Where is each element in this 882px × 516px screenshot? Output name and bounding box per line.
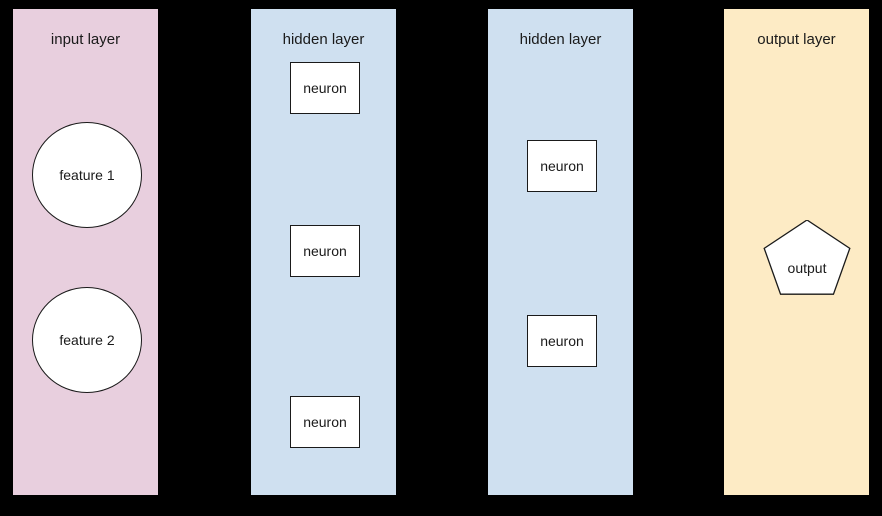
node-label-out1: output <box>787 260 827 277</box>
node-label-h1n3: neuron <box>303 414 347 430</box>
node-out1[interactable]: output <box>762 220 852 302</box>
node-label-h1n2: neuron <box>303 243 347 259</box>
node-h1n1[interactable]: neuron <box>290 62 360 114</box>
layer-title-output: output layer <box>757 31 836 48</box>
pentagon-shape <box>763 220 851 295</box>
layer-title-input: input layer <box>50 31 121 48</box>
node-h1n3[interactable]: neuron <box>290 396 360 448</box>
node-feature1[interactable]: feature 1 <box>32 122 142 228</box>
node-label-feature1: feature 1 <box>59 167 115 183</box>
layer-panel-input <box>13 9 158 495</box>
layer-title-hidden1: hidden layer <box>282 31 365 48</box>
layer-panel-hidden2 <box>488 9 633 495</box>
node-label-h1n1: neuron <box>303 80 347 96</box>
node-feature2[interactable]: feature 2 <box>32 287 142 393</box>
node-label-h2n2: neuron <box>540 333 584 349</box>
node-label-feature2: feature 2 <box>59 332 115 348</box>
node-h1n2[interactable]: neuron <box>290 225 360 277</box>
node-h2n1[interactable]: neuron <box>527 140 597 192</box>
node-h2n2[interactable]: neuron <box>527 315 597 367</box>
layer-title-hidden2: hidden layer <box>519 31 602 48</box>
node-label-h2n1: neuron <box>540 158 584 174</box>
